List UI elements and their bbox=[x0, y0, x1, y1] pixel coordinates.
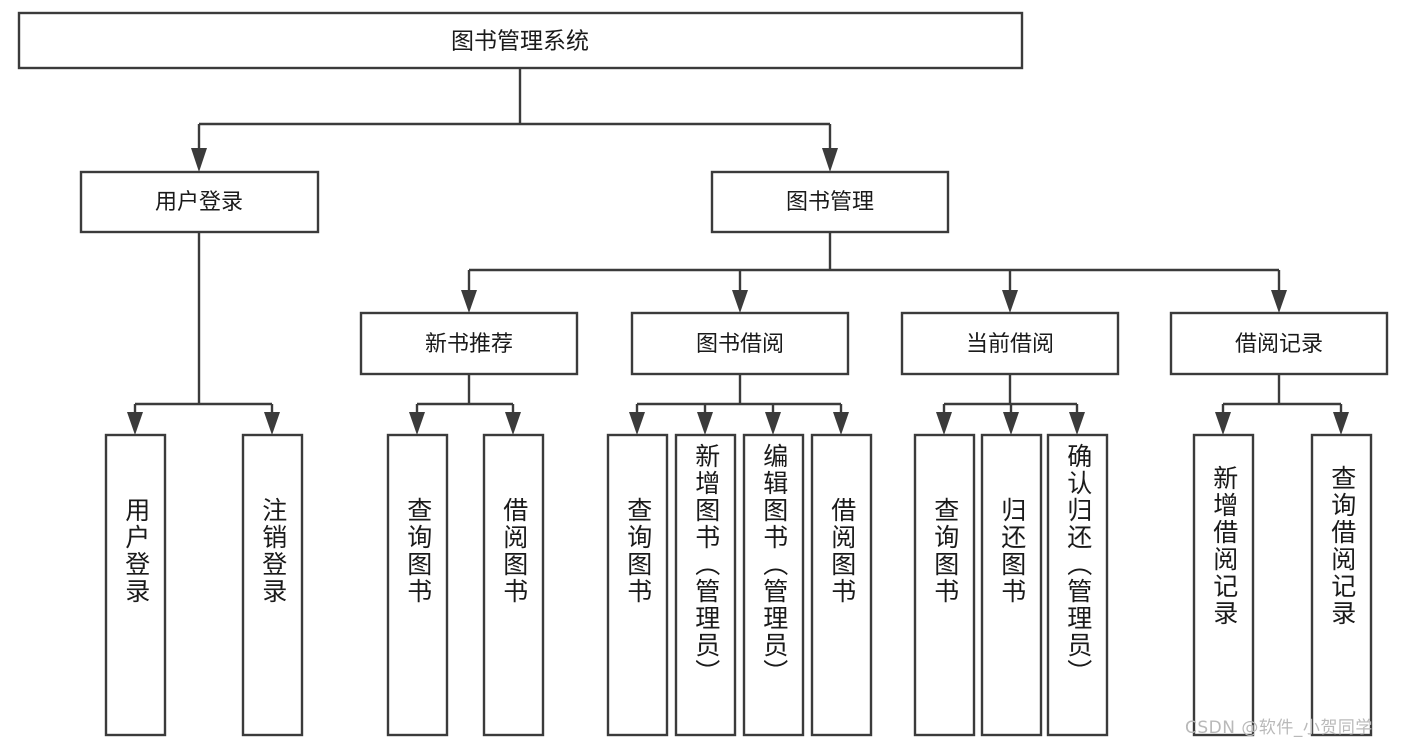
arrow-head-currentborrow-leaf-2 bbox=[1003, 412, 1019, 435]
arrow-head-currentborrow-leaf-3 bbox=[1069, 412, 1085, 435]
connector-group-new-book-to-leaves bbox=[409, 374, 521, 435]
node-book-manage[interactable]: 图书管理 bbox=[710, 170, 950, 234]
leaf-box-new-book-2[interactable] bbox=[482, 433, 545, 737]
connector-group-borrow-record-to-leaves bbox=[1215, 374, 1349, 435]
node-borrow-record[interactable]: 借阅记录 bbox=[1169, 311, 1389, 376]
arrow-head-newbook-leaf-1 bbox=[409, 412, 425, 435]
arrow-head-newbook-leaf-2 bbox=[505, 412, 521, 435]
arrow-head-bookborrow-leaf-1 bbox=[629, 412, 645, 435]
node-current-borrow-box[interactable] bbox=[900, 311, 1120, 376]
connector-group-user-login-to-leaves bbox=[127, 232, 280, 435]
node-current-borrow[interactable]: 当前借阅 bbox=[900, 311, 1120, 376]
arrow-head-borrow-record bbox=[1271, 290, 1287, 313]
arrow-head-bookborrow-leaf-2 bbox=[697, 412, 713, 435]
leaf-box-user-login-1[interactable] bbox=[104, 433, 167, 737]
arrow-head-user-login bbox=[191, 148, 207, 172]
node-root-system[interactable]: 图书管理系统 bbox=[17, 11, 1024, 70]
arrow-head-currentborrow-leaf-1 bbox=[936, 412, 952, 435]
node-book-borrow-box[interactable] bbox=[630, 311, 850, 376]
leaf-box-new-book-1[interactable] bbox=[386, 433, 449, 737]
leaf-box-borrow-record-1[interactable] bbox=[1192, 433, 1255, 737]
node-book-borrow-label: 图书借阅 bbox=[696, 332, 784, 357]
leaf-box-current-borrow-2[interactable] bbox=[980, 433, 1043, 737]
leaf-box-book-borrow-1[interactable] bbox=[606, 433, 669, 737]
node-book-manage-box[interactable] bbox=[710, 170, 950, 234]
node-borrow-record-box[interactable] bbox=[1169, 311, 1389, 376]
node-root-system-label: 图书管理系统 bbox=[451, 29, 589, 55]
arrow-head-leaf-user-login bbox=[127, 412, 143, 435]
node-book-borrow[interactable]: 图书借阅 bbox=[630, 311, 850, 376]
connector-group-book-borrow-to-leaves bbox=[629, 374, 849, 435]
leaf-box-borrow-record-2[interactable] bbox=[1310, 433, 1373, 737]
node-current-borrow-label: 当前借阅 bbox=[966, 332, 1054, 357]
connector-group-book-manage-to-level3 bbox=[461, 232, 1287, 313]
node-new-book-recommend-label: 新书推荐 bbox=[425, 332, 513, 357]
leaf-box-current-borrow-3[interactable] bbox=[1046, 433, 1109, 737]
connector-group-root-to-level2 bbox=[191, 68, 838, 172]
node-user-login-box[interactable] bbox=[79, 170, 320, 234]
connector-group-current-borrow-to-leaves bbox=[936, 374, 1085, 435]
leaf-box-book-borrow-2[interactable] bbox=[674, 433, 737, 737]
arrow-head-borrowrecord-leaf-2 bbox=[1333, 412, 1349, 435]
node-root-system-box[interactable] bbox=[17, 11, 1024, 70]
node-new-book-recommend-box[interactable] bbox=[359, 311, 579, 376]
arrow-head-borrowrecord-leaf-1 bbox=[1215, 412, 1231, 435]
arrow-head-bookborrow-leaf-3 bbox=[765, 412, 781, 435]
arrow-head-leaf-logout bbox=[264, 412, 280, 435]
leaf-box-user-login-2[interactable] bbox=[241, 433, 304, 737]
arrow-head-book-borrow bbox=[732, 290, 748, 313]
arrow-head-book-manage bbox=[822, 148, 838, 172]
node-book-manage-label: 图书管理 bbox=[786, 190, 874, 215]
leaf-box-current-borrow-1[interactable] bbox=[913, 433, 976, 737]
node-new-book-recommend[interactable]: 新书推荐 bbox=[359, 311, 579, 376]
node-user-login[interactable]: 用户登录 bbox=[79, 170, 320, 234]
leaf-box-book-borrow-3[interactable] bbox=[742, 433, 805, 737]
node-user-login-label: 用户登录 bbox=[155, 190, 243, 215]
arrow-head-new-book bbox=[461, 290, 477, 313]
arrow-head-bookborrow-leaf-4 bbox=[833, 412, 849, 435]
node-borrow-record-label: 借阅记录 bbox=[1235, 332, 1323, 357]
arrow-head-current-borrow bbox=[1002, 290, 1018, 313]
leaf-box-book-borrow-4[interactable] bbox=[810, 433, 873, 737]
